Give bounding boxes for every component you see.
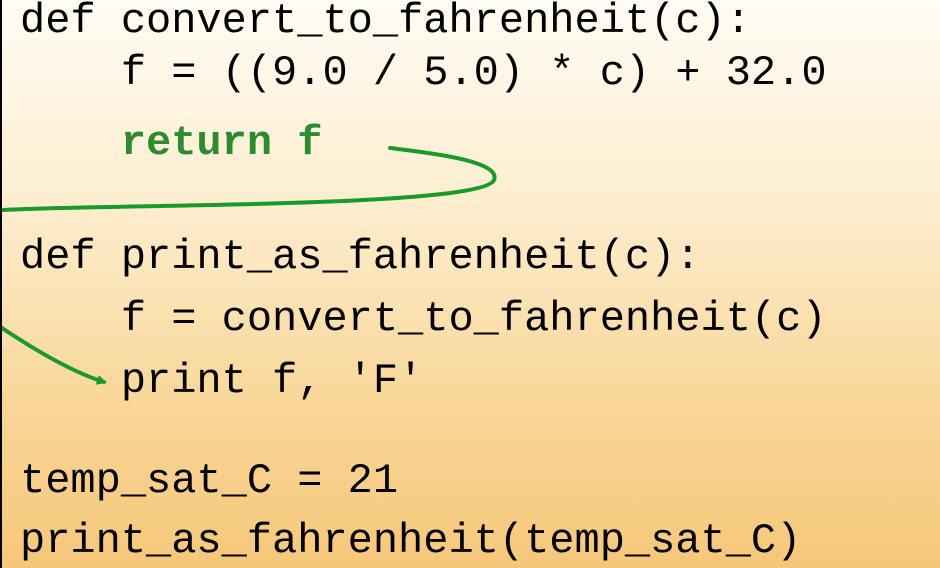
code-line-call-print: print_as_fahrenheit(temp_sat_C) bbox=[20, 517, 802, 565]
code-line-return: return f bbox=[20, 119, 323, 167]
return-arrow-path bbox=[2, 146, 497, 212]
code-line-def-convert: def convert_to_fahrenheit(c): bbox=[20, 0, 751, 45]
code-line-print: print f, 'F' bbox=[20, 357, 424, 405]
code-line-formula: f = ((9.0 / 5.0) * c) + 32.0 bbox=[20, 49, 827, 97]
code-line-call-convert: f = convert_to_fahrenheit(c) bbox=[20, 295, 827, 343]
code-line-assign-temp: temp_sat_C = 21 bbox=[20, 457, 399, 505]
code-line-def-print: def print_as_fahrenheit(c): bbox=[20, 233, 701, 281]
call-arrow-path bbox=[2, 326, 107, 385]
